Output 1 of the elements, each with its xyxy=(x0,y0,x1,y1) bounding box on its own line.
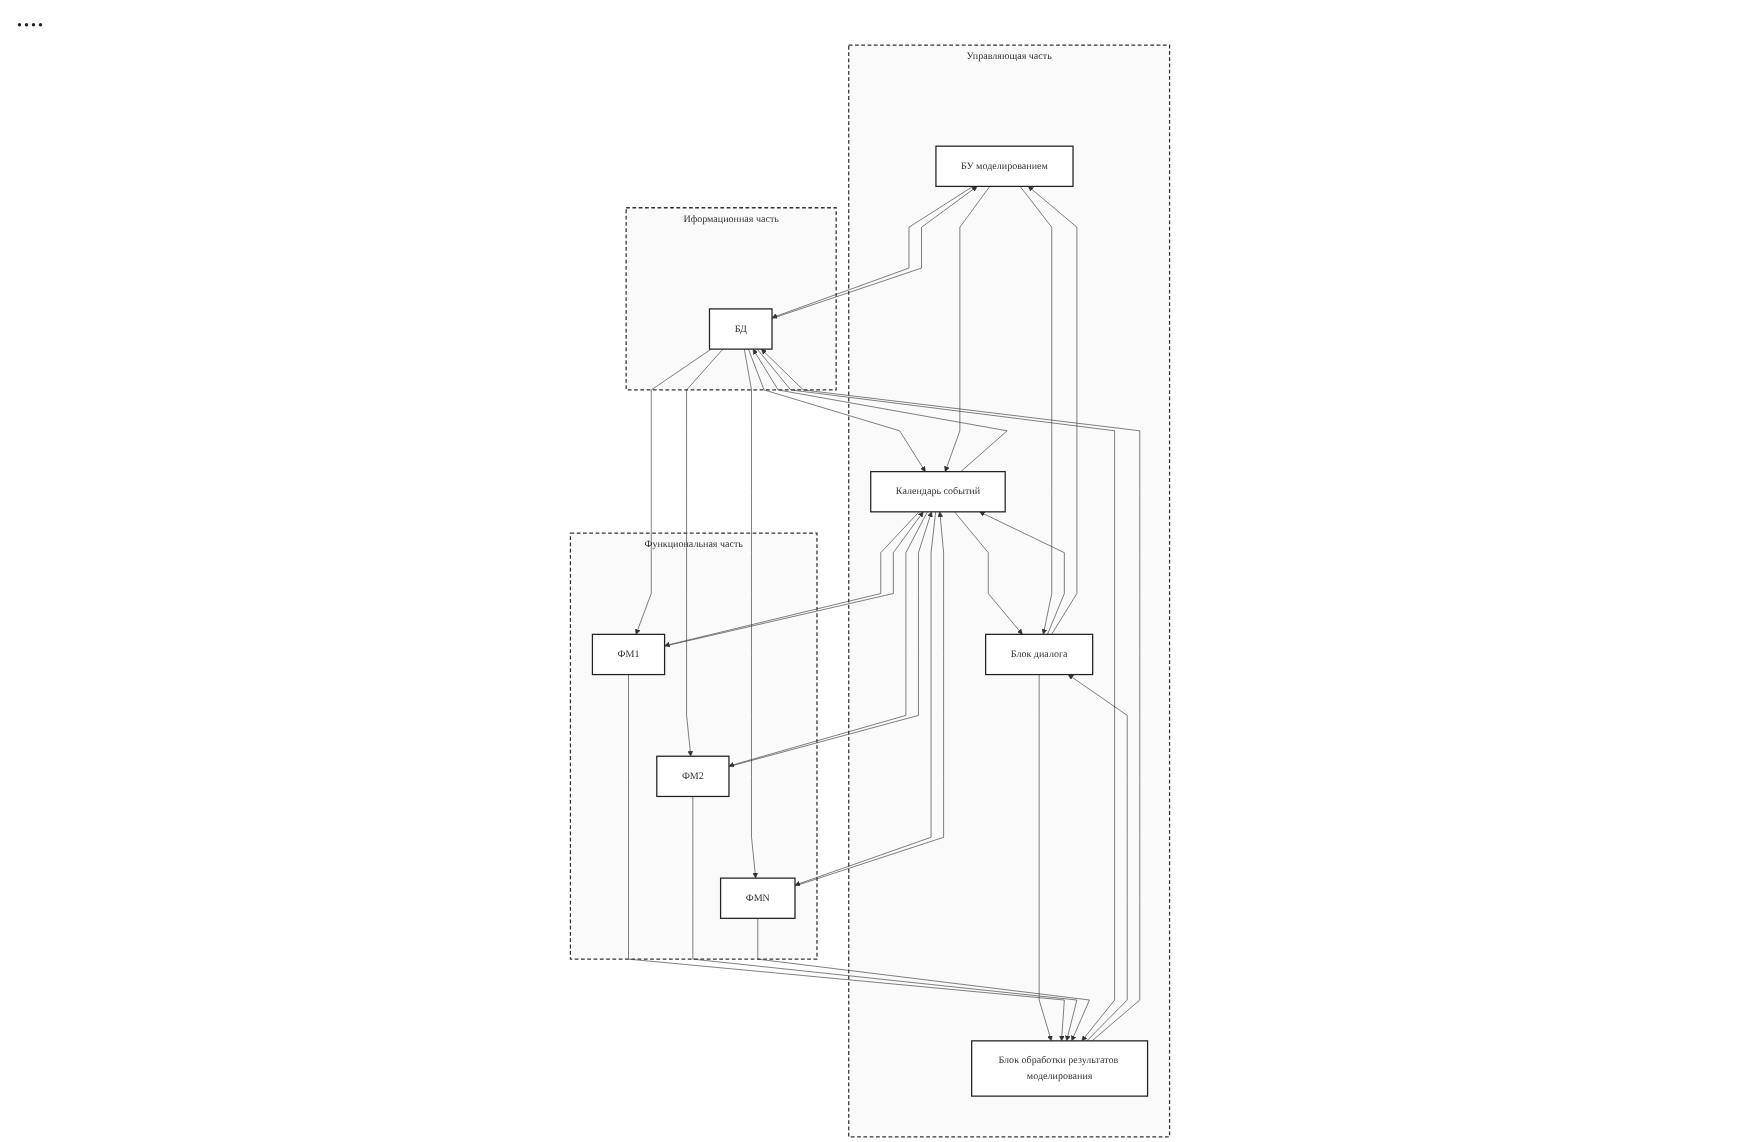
ellipsis-label: .... xyxy=(16,4,44,34)
